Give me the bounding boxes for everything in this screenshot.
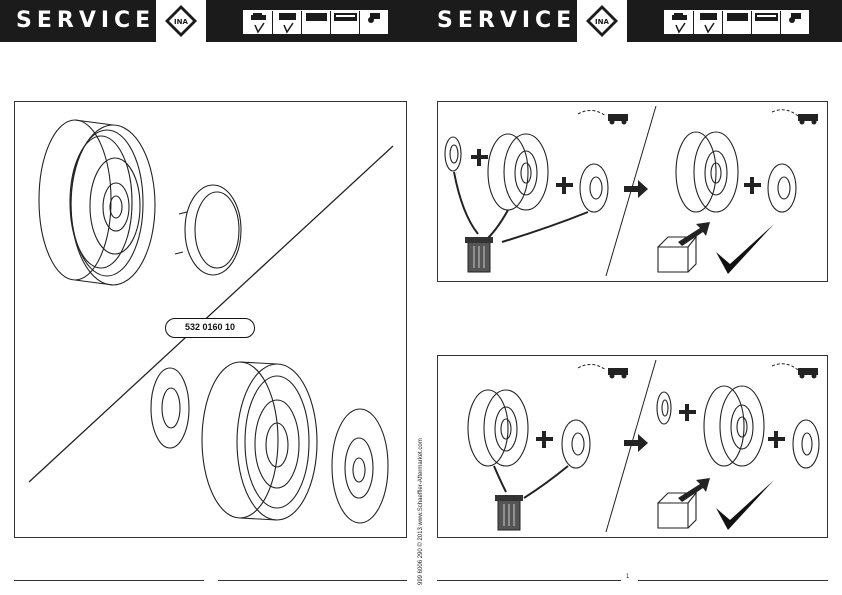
ina-logo-left: INA — [156, 0, 206, 42]
replacement-instruction-drawing-1 — [444, 105, 818, 277]
van-icon — [700, 13, 717, 34]
check-mark-icon — [675, 22, 686, 34]
header-right: SERVICE INA — [421, 0, 842, 42]
protective-cap-top-icon — [174, 184, 242, 276]
check-mark-icon — [716, 224, 774, 274]
old-pulley-icon — [487, 133, 549, 211]
plus-icon — [744, 177, 761, 194]
new-cap-icon — [792, 419, 820, 469]
vehicle-cell-tractor — [781, 11, 810, 35]
ina-logo-right: INA — [577, 0, 627, 42]
footer-rule — [218, 580, 407, 581]
truck-icon — [306, 13, 327, 21]
unpack-arrow-icon — [678, 222, 710, 246]
transition-arrow-icon — [624, 180, 648, 198]
unpack-arrow-icon — [678, 478, 710, 502]
old-cap-icon — [561, 419, 591, 469]
van-icon — [279, 13, 296, 34]
page-number: 1 — [626, 574, 630, 580]
brand-title-left: SERVICE — [16, 8, 156, 33]
new-cap-icon — [767, 163, 797, 213]
old-pulley-icon — [467, 389, 529, 467]
footer-rule — [638, 580, 828, 581]
part-number-label: 532 0160 10 — [165, 318, 255, 338]
svg-text:INA: INA — [174, 18, 188, 26]
truck-icon — [727, 13, 748, 21]
remove-car-icon — [577, 110, 628, 125]
remove-car-icon — [577, 364, 628, 379]
washer-icon — [150, 367, 190, 449]
plus-icon — [679, 404, 696, 421]
check-mark-icon — [716, 480, 774, 530]
vehicle-cell-van — [694, 11, 723, 35]
vehicle-cell-bus — [752, 11, 781, 35]
vehicle-cell-tractor — [360, 11, 389, 35]
install-car-icon — [771, 109, 818, 125]
ina-diamond-logo-icon: INA — [165, 5, 197, 37]
pulley-bottom-icon — [201, 361, 318, 521]
parts-overview-panel: 532 0160 10 — [14, 101, 407, 538]
check-mark-icon — [283, 22, 294, 34]
new-pulley-icon — [703, 385, 765, 467]
footer-rule — [437, 580, 621, 581]
parts-box-icon — [657, 492, 698, 529]
parts-overview-drawing — [28, 119, 394, 524]
parts-box-icon — [657, 236, 698, 273]
vehicle-applicability-strip-left — [243, 10, 389, 35]
copyright-notice: 999 6006 290 © 2013 www.Schaeffler-After… — [418, 438, 424, 585]
vehicle-cell-truck — [302, 11, 331, 35]
pulley-top-icon — [38, 119, 156, 286]
brand-title-right: SERVICE — [437, 8, 577, 33]
new-washer-icon — [656, 391, 672, 425]
old-cap-icon — [579, 163, 609, 213]
vehicle-cell-car — [665, 11, 694, 35]
bus-icon — [334, 13, 357, 21]
trash-bin-icon — [465, 237, 493, 273]
transition-arrow-icon — [624, 434, 648, 452]
trash-bin-icon — [495, 495, 523, 531]
car-icon — [251, 13, 266, 34]
plus-icon — [768, 431, 785, 448]
vehicle-cell-car — [244, 11, 273, 35]
new-pulley-icon — [675, 131, 739, 213]
header-left: SERVICE INA — [0, 0, 421, 42]
vehicle-applicability-strip-right — [664, 10, 810, 35]
bus-icon — [755, 13, 778, 21]
tractor-icon — [789, 13, 801, 23]
vehicle-cell-bus — [331, 11, 360, 35]
protective-cap-bottom-icon — [331, 408, 389, 524]
plus-icon — [556, 177, 573, 194]
check-mark-icon — [254, 22, 265, 34]
tractor-icon — [368, 13, 380, 23]
replacement-instruction-panel-2 — [437, 355, 828, 538]
plus-icon — [471, 149, 488, 166]
footer-rule — [14, 580, 204, 581]
discard-arrows — [493, 465, 569, 499]
car-icon — [672, 13, 687, 34]
svg-text:INA: INA — [595, 18, 609, 26]
replacement-instruction-panel-1 — [437, 101, 828, 282]
diagonal-divider — [28, 145, 394, 483]
vehicle-cell-truck — [723, 11, 752, 35]
discard-arrows — [453, 171, 589, 243]
replacement-instruction-drawing-2 — [467, 359, 820, 533]
plus-icon — [536, 431, 553, 448]
check-mark-icon — [704, 22, 715, 34]
ina-diamond-logo-icon: INA — [586, 5, 618, 37]
install-car-icon — [771, 363, 818, 379]
vehicle-cell-van — [273, 11, 302, 35]
old-washer-icon — [444, 136, 462, 172]
header-band: SERVICE INA SE — [0, 0, 842, 42]
